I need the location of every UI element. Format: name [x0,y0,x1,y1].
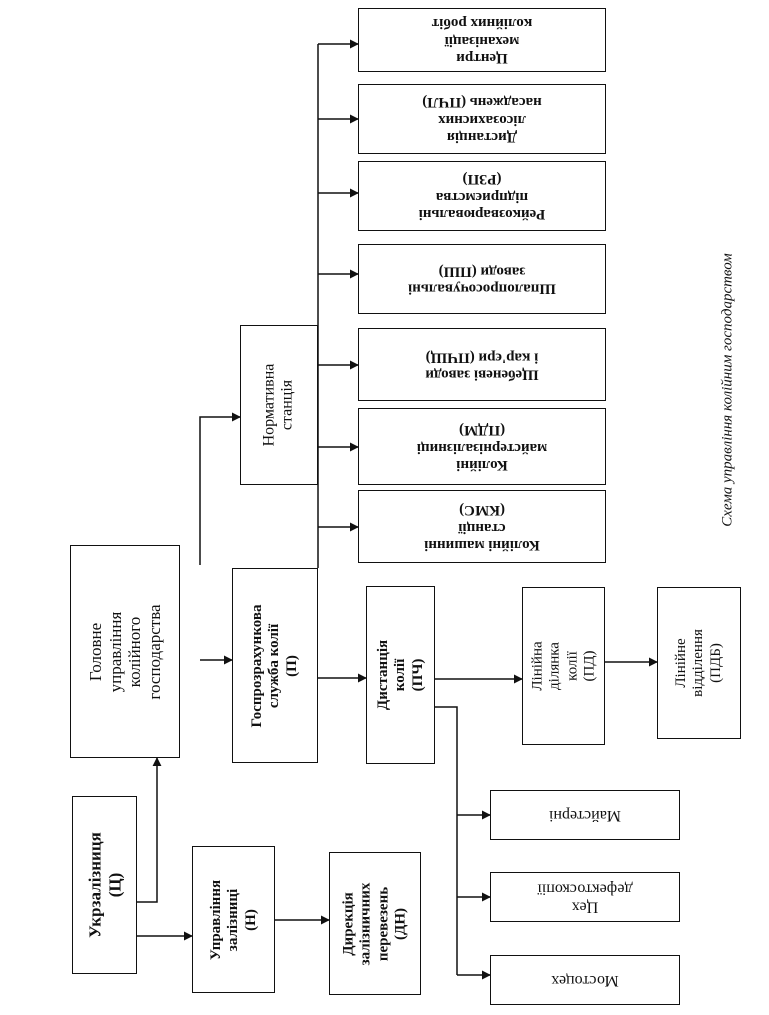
node-upravlinnia-zaliznytsi: Управління залізниці (Н) [192,846,275,993]
node-shpaloprosochuvalni-label: Шпалопросочувальні заводи (ПШ) [408,263,556,297]
node-reikozvariuvalni: Рейкозварювальні підприємства (РЗП) [358,161,606,231]
node-upravlinnia-zaliznytsi-label: Управління залізниці (Н) [207,879,259,960]
node-reikozvariuvalni-label: Рейкозварювальні підприємства (РЗП) [418,171,546,222]
arrow-ukrzaliznytsia-to-holovne [137,757,162,903]
node-hosprozrakhunkova-sluzhba-label: Госпрозрахункова служба колії (П) [249,604,300,727]
node-liniina-dilianka: Лінійна ділянка колії (ПД) [522,587,605,745]
node-mostotsekh: Мостоцех [490,955,680,1005]
node-dyrektsiia: Дирекція залізничних перевезень (ДН) [329,852,421,995]
node-dyrektsiia-label: Дирекція залізничних перевезень (ДН) [340,882,409,965]
node-normatyvna-stantsiia: Нормативна станція [240,325,318,485]
node-dystantsii-lisozakhysnykh-label: Дистанція лісозахисних насаджень (ПЧЛ) [422,94,542,145]
node-shchebeneva-zavody: Щебеневі заводи і кар'єри (ПЧЩ) [358,328,606,401]
node-tsekh-defektoskopii-label: Цех дефектоскопії [537,880,633,916]
node-kolijni-maisterni-label: Колійні майстернізалізниці (ПДМ) [416,421,548,473]
node-tsekh-defektoskopii: Цех дефектоскопії [490,872,680,922]
node-tsentry-mekhanizatsii: Центри механізації колійних робіт [358,8,606,72]
node-kolijni-maisterni: Колійні майстернізалізниці (ПДМ) [358,408,606,485]
node-maisterni: Майстерні [490,790,680,840]
arrow-holovne-to-normatyvna [199,412,241,565]
node-liniine-viddilennia-label: Лінійне відділення (ПДБ) [673,629,724,697]
node-shchebeneva-zavody-label: Щебеневі заводи і кар'єри (ПЧЩ) [425,348,539,382]
node-holovne-upravlinnia: Головне управління колійного господарств… [70,545,180,758]
node-kolijni-mashynni-label: Колійні машинні станції (КМС) [424,501,540,553]
bus-workshops [435,706,458,975]
node-shpaloprosochuvalni: Шпалопросочувальні заводи (ПШ) [358,244,606,314]
node-dystantsiia-kolii: Дистанція колії (ПЧ) [366,586,435,764]
node-dystantsiia-kolii-label: Дистанція колії (ПЧ) [374,639,426,711]
diagram-caption: Схема управління колійним господарством [719,253,736,527]
node-liniina-dilianka-label: Лінійна ділянка колії (ПД) [529,641,597,691]
node-liniine-viddilennia: Лінійне відділення (ПДБ) [657,587,741,739]
node-ukrzaliznytsia-label: Укрзалізниця (Ц) [84,832,124,938]
node-kolijni-mashynni: Колійні машинні станції (КМС) [358,490,606,563]
node-hosprozrakhunkova-sluzhba: Госпрозрахункова служба колії (П) [232,568,318,763]
node-normatyvna-stantsiia-label: Нормативна станція [260,363,296,447]
node-holovne-upravlinnia-label: Головне управління колійного господарств… [85,603,164,700]
node-ukrzaliznytsia: Укрзалізниця (Ц) [72,796,137,974]
node-mostotsekh-label: Мостоцех [551,972,619,990]
node-tsentry-mekhanizatsii-label: Центри механізації колійних робіт [431,15,533,66]
node-dystantsii-lisozakhysnykh: Дистанція лісозахисних насаджень (ПЧЛ) [358,84,606,154]
node-maisterni-label: Майстерні [548,807,622,825]
